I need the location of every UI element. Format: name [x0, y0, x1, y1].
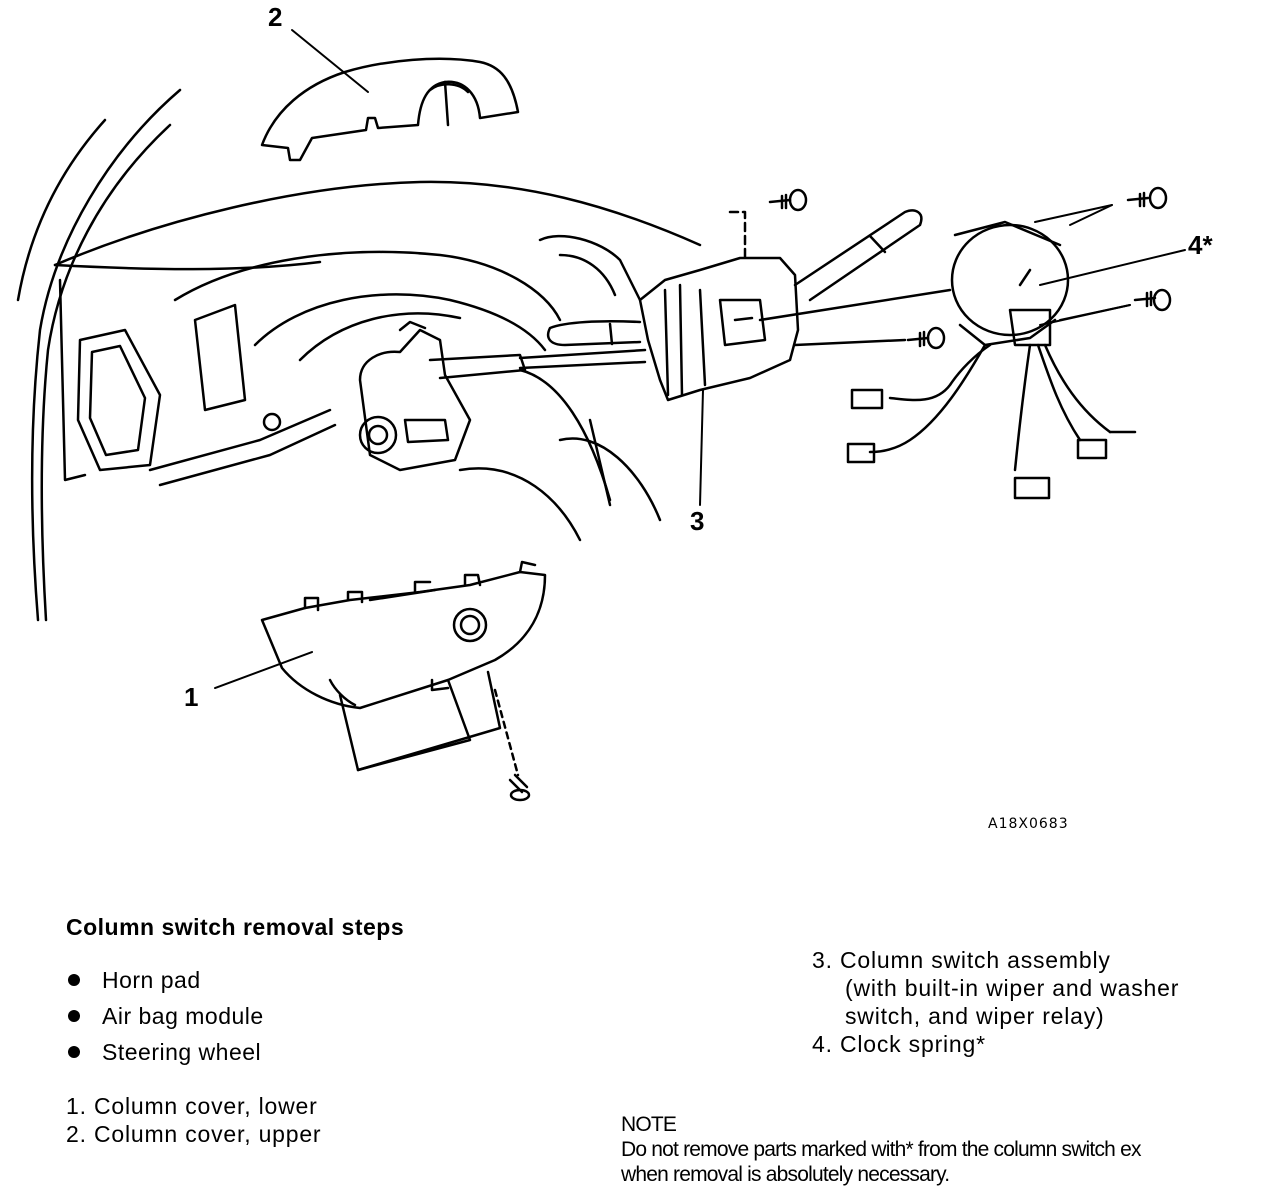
step-label: Steering wheel — [102, 1038, 262, 1065]
list-item: Horn pad — [66, 962, 264, 998]
steps-title: Column switch removal steps — [66, 914, 405, 940]
list-item: 3. Column switch assembly (with built-in… — [812, 946, 1179, 1030]
column-switch-assembly — [518, 209, 952, 402]
upper-column-cover — [260, 57, 520, 162]
list-item: 4. Clock spring* — [812, 1031, 986, 1057]
bullet-icon — [68, 1046, 80, 1058]
step-3-line-1: 3. Column switch assembly — [812, 947, 1111, 973]
callout-4: 4* — [1188, 230, 1213, 260]
numbered-steps-left: 1. Column cover, lower 2. Column cover, … — [66, 1092, 321, 1148]
note-line-1: Do not remove parts marked with* from th… — [621, 1138, 1141, 1161]
list-item: Steering wheel — [66, 1034, 264, 1070]
instrument-panel — [53, 180, 702, 542]
figure-code: A18X0683 — [988, 816, 1069, 832]
steering-lock-assembly — [358, 320, 527, 472]
prerequisite-steps-list: Horn pad Air bag module Steering wheel — [66, 962, 264, 1070]
note-heading: NOTE — [621, 1113, 677, 1136]
callout-1: 1 — [184, 682, 199, 712]
clock-spring — [846, 220, 1137, 500]
list-item: Air bag module — [66, 998, 264, 1034]
note-line-2: when removal is absolutely necessary. — [621, 1163, 950, 1186]
callout-3: 3 — [690, 506, 705, 536]
numbered-steps-right: 3. Column switch assembly (with built-in… — [812, 946, 1179, 1058]
step-3-line-3: switch, and wiper relay) — [845, 1003, 1105, 1029]
list-item: 1. Column cover, lower — [66, 1093, 318, 1119]
callout-leader-lines — [214, 29, 1186, 689]
column-switch-exploded-diagram — [16, 29, 1186, 802]
lower-column-cover — [260, 560, 547, 710]
step-3-line-2: (with built-in wiper and washer — [845, 975, 1180, 1001]
clock-spring-screws — [1126, 186, 1172, 312]
callout-2: 2 — [268, 2, 283, 32]
lower-cover-screw-lines — [338, 670, 531, 802]
bullet-icon — [68, 1010, 80, 1022]
note-block: NOTE Do not remove parts marked with* fr… — [621, 1112, 1243, 1187]
list-item: 2. Column cover, upper — [66, 1121, 322, 1147]
step-label: Horn pad — [102, 966, 201, 993]
column-switch-screws — [768, 188, 946, 350]
bullet-icon — [68, 974, 80, 986]
door-pillar-lines — [16, 88, 182, 622]
step-label: Air bag module — [102, 1002, 264, 1029]
